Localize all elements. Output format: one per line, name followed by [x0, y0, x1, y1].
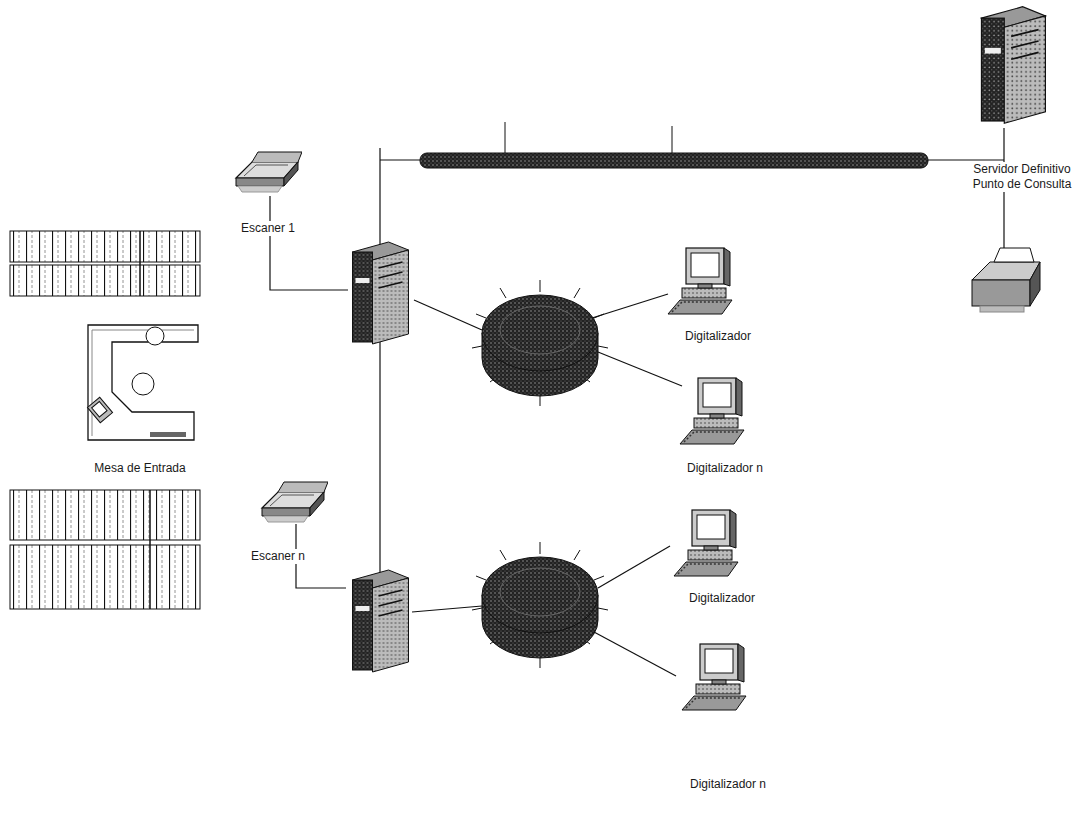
device-label-box: Digitalizador: [687, 588, 758, 606]
device-label-box: Digitalizador n: [685, 458, 766, 476]
device-label: Mesa de Entrada: [92, 461, 187, 476]
device-label: Digitalizador n: [685, 461, 765, 476]
device-label-box: Servidor Definitivo Punto de Consulta: [966, 162, 1078, 192]
device-label: Digitalizador: [683, 329, 753, 344]
device-label-box: Digitalizador n: [688, 774, 769, 792]
device-label-box: Escaner n: [249, 546, 308, 564]
device-label-box: Digitalizador: [683, 326, 754, 344]
device-label-box: Escaner 1: [239, 218, 298, 236]
device-label: Escaner 1: [239, 221, 297, 236]
device-label: Escaner n: [249, 549, 307, 564]
device-label-box: Mesa de Entrada: [92, 458, 188, 476]
device-label: Digitalizador n: [688, 777, 768, 792]
device-label: Digitalizador: [687, 591, 757, 606]
device-label: Servidor Definitivo Punto de Consulta: [966, 162, 1078, 192]
